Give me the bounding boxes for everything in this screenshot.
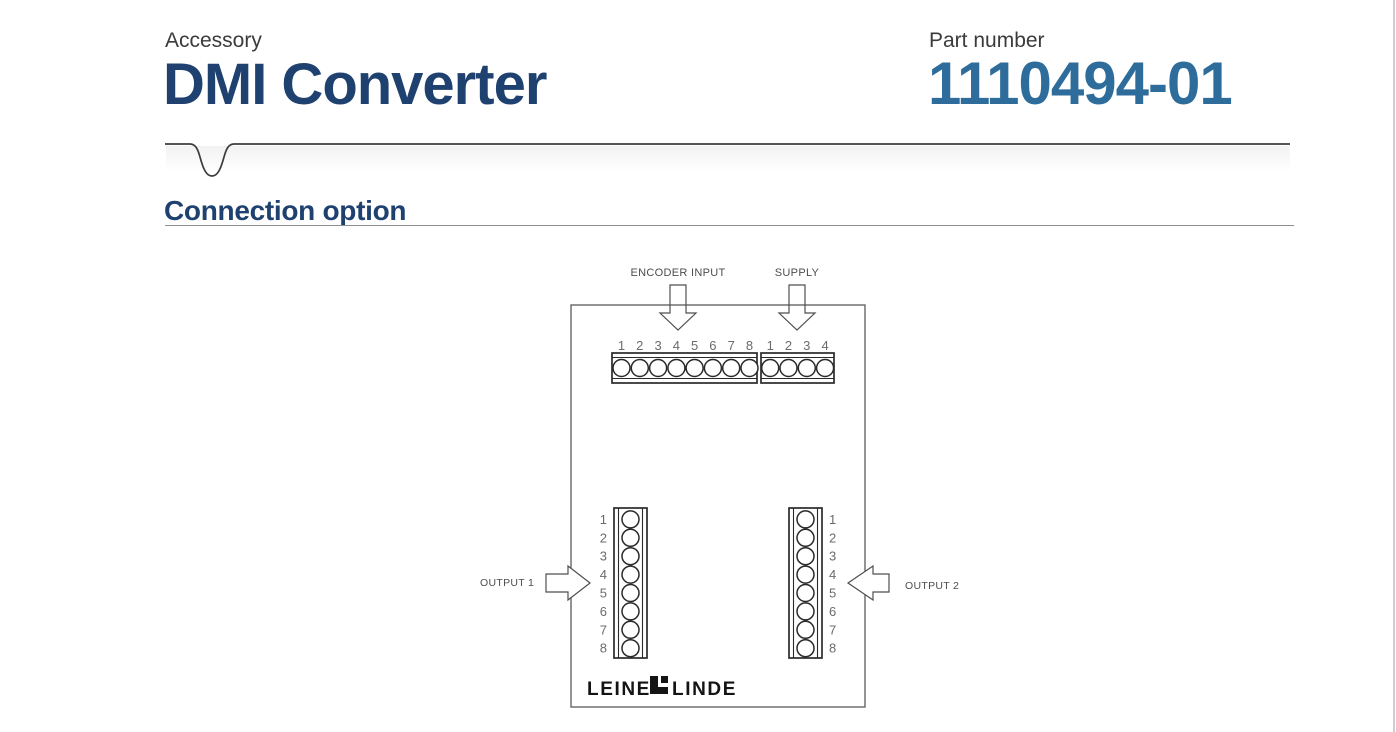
encoder-input-arrow-icon — [658, 284, 698, 331]
pin-number: 1 — [618, 338, 625, 353]
terminal-circle — [796, 528, 815, 548]
pin-number: 2 — [600, 530, 607, 545]
accessory-eyebrow: Accessory — [165, 29, 262, 52]
pin-number: 4 — [673, 338, 680, 353]
pin-number: 1 — [829, 512, 836, 527]
pin-number: 4 — [600, 567, 607, 582]
terminal-circle — [621, 528, 640, 548]
output1-terminal-block: 1 2 3 4 5 6 7 8 — [600, 507, 648, 659]
encoder-terminal-block: 1 2 3 4 5 6 7 8 — [611, 338, 759, 384]
pin-number: 1 — [600, 512, 607, 527]
terminal-circle — [621, 546, 640, 566]
brand-left-text: LEINE — [587, 679, 651, 700]
terminal-circle — [721, 358, 741, 378]
terminal-circle — [796, 638, 815, 658]
terminal-circle — [685, 358, 704, 378]
pin-number: 8 — [746, 338, 753, 353]
terminal-circle — [621, 583, 640, 603]
pin-number: 4 — [821, 338, 828, 353]
output2-terminal-block: 1 2 3 4 5 6 7 8 — [788, 507, 836, 659]
terminal-circle — [796, 546, 815, 566]
terminal-circle — [796, 565, 815, 584]
pin-number: 8 — [829, 641, 836, 656]
terminal-circle — [621, 638, 640, 658]
pin-number: 3 — [654, 338, 661, 353]
header-divider — [165, 143, 1290, 177]
terminal-circle — [621, 620, 640, 640]
divider-notch-line — [165, 143, 1290, 177]
supply-label: SUPPLY — [775, 267, 820, 279]
section-underline — [165, 225, 1294, 226]
pin-number: 2 — [829, 530, 836, 545]
pin-number: 3 — [829, 549, 836, 564]
terminal-circle — [667, 358, 686, 378]
connection-diagram: ENCODER INPUT SUPPLY 1 2 3 4 5 6 7 8 — [480, 267, 959, 708]
section-title: Connection option — [164, 195, 407, 226]
terminal-circle — [621, 565, 640, 584]
pin-number: 7 — [600, 622, 607, 637]
pin-number: 1 — [767, 338, 774, 353]
window-right-edge — [1393, 0, 1395, 732]
terminal-circle — [796, 602, 815, 621]
pin-number: 3 — [600, 549, 607, 564]
terminal-circle — [760, 358, 780, 378]
terminal-circle — [796, 620, 815, 640]
page-title: DMI Converter — [163, 52, 547, 117]
leine-linde-logo-mark-icon — [650, 676, 668, 694]
terminal-circle — [621, 510, 640, 529]
output2-arrow-icon — [846, 564, 890, 602]
terminal-circle — [612, 358, 631, 378]
pin-number: 2 — [636, 338, 643, 353]
pin-number: 6 — [709, 338, 716, 353]
terminal-circle — [815, 358, 835, 378]
pin-number: 3 — [803, 338, 810, 353]
pin-number: 5 — [600, 586, 607, 601]
pin-number: 5 — [829, 586, 836, 601]
output2-block-inner-lines — [792, 508, 819, 658]
pin-number: 5 — [691, 338, 698, 353]
output2-label: OUTPUT 2 — [905, 580, 959, 592]
pin-number: 7 — [728, 338, 735, 353]
pin-number: 6 — [829, 604, 836, 619]
part-number-value: 1110494-01 — [928, 50, 1233, 117]
part-number-label: Part number — [929, 29, 1045, 52]
terminal-circle — [796, 583, 815, 603]
output1-label: OUTPUT 1 — [480, 577, 534, 589]
terminal-circle — [797, 358, 817, 378]
terminal-circle — [740, 358, 759, 378]
pin-number: 4 — [829, 567, 836, 582]
terminal-circle — [630, 358, 650, 378]
pin-number: 7 — [829, 622, 836, 637]
encoder-input-label: ENCODER INPUT — [631, 267, 726, 279]
supply-block-inner-lines — [761, 356, 834, 380]
supply-arrow-icon — [777, 284, 817, 331]
leine-linde-logo: LEINE LINDE — [587, 676, 737, 700]
pin-number: 6 — [600, 604, 607, 619]
encoder-block-inner-lines — [612, 356, 757, 380]
output1-block-inner-lines — [617, 508, 644, 658]
terminal-circle — [703, 358, 723, 378]
supply-terminal-block: 1 2 3 4 — [760, 338, 835, 384]
output1-arrow-icon — [545, 564, 591, 602]
brand-right-text: LINDE — [672, 679, 737, 700]
terminal-circle — [648, 358, 668, 378]
pin-number: 2 — [785, 338, 792, 353]
terminal-circle — [796, 510, 815, 529]
terminal-circle — [779, 358, 798, 378]
terminal-circle — [621, 602, 640, 621]
pin-number: 8 — [600, 641, 607, 656]
